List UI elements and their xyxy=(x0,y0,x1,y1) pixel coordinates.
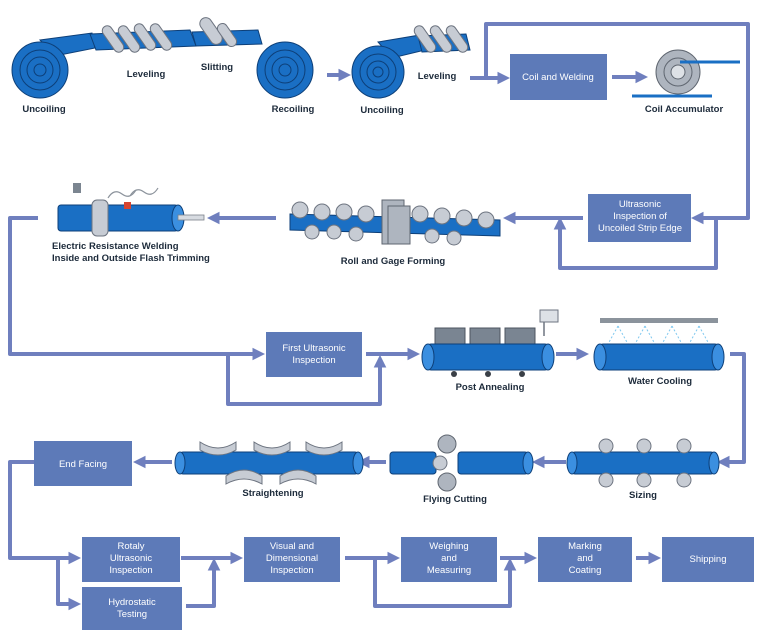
connectors xyxy=(8,22,750,611)
box-text: Inspection xyxy=(292,355,335,366)
label-uncoiling-2: Uncoiling xyxy=(360,105,403,116)
label-leveling-2: Leveling xyxy=(418,71,457,82)
water-cooling-sprays xyxy=(593,318,725,371)
label-recoiling: Recoiling xyxy=(272,104,315,115)
label-uncoiling-1: Uncoiling xyxy=(22,104,65,115)
arrow-first-ultrasonic-bypass xyxy=(226,354,387,406)
box-rotaly-ultrasonic: Rotaly Ultrasonic Inspection xyxy=(82,537,180,582)
box-end-facing: End Facing xyxy=(34,441,132,486)
label-roll-gage-forming: Roll and Gage Forming xyxy=(341,256,446,267)
slitting-blades xyxy=(191,17,263,48)
arrow-to-rotaly xyxy=(8,460,82,565)
label-erw-line2: Inside and Outside Flash Trimming xyxy=(52,253,210,264)
process-boxes: Coil and Welding Ultrasonic Inspection o… xyxy=(34,54,754,630)
box-visual-dimensional: Visual and Dimensional Inspection xyxy=(244,537,340,582)
box-hydrostatic: Hydrostatic Testing xyxy=(82,587,182,630)
arrow-loop-to-ultrasonic-strip xyxy=(470,22,750,225)
label-flying-cutting: Flying Cutting xyxy=(423,494,487,505)
stage-labels: Uncoiling Leveling Slitting Recoiling Un… xyxy=(22,62,723,505)
label-erw-line1: Electric Resistance Welding xyxy=(52,241,179,252)
box-ultrasonic-strip-edge: Ultrasonic Inspection of Uncoiled Strip … xyxy=(588,194,691,242)
label-post-annealing: Post Annealing xyxy=(456,382,525,393)
leveling-rolls-2 xyxy=(413,25,471,53)
arrow-weighing-bypass xyxy=(373,557,517,608)
box-text: Coating xyxy=(569,565,602,576)
flying-cutting xyxy=(389,434,534,492)
arrow-hydrostatic-to-visual xyxy=(186,557,221,608)
box-text: First Ultrasonic xyxy=(282,343,346,354)
label-straightening: Straightening xyxy=(242,488,303,499)
label-slitting: Slitting xyxy=(201,62,233,73)
recoiling-coil xyxy=(256,41,314,99)
box-text: and xyxy=(577,553,593,564)
box-text: Weighing xyxy=(429,541,468,552)
post-annealing-furnace xyxy=(421,309,559,377)
box-text: Hydrostatic xyxy=(108,597,156,608)
box-text: Visual and xyxy=(270,541,314,552)
box-text: Uncoiled Strip Edge xyxy=(598,223,682,234)
box-shipping: Shipping xyxy=(662,537,754,582)
uncoiling-coil-2 xyxy=(351,34,426,99)
box-text: Inspection of xyxy=(613,211,667,222)
box-text: Inspection xyxy=(270,565,313,576)
box-weighing: Weighing and Measuring xyxy=(401,537,497,582)
box-coil-welding: Coil and Welding xyxy=(510,54,607,100)
box-text: Measuring xyxy=(427,565,471,576)
coil-accumulator xyxy=(632,49,740,98)
box-text: Shipping xyxy=(690,554,727,565)
box-text: Ultrasonic xyxy=(619,199,661,210)
label-coil-accumulator: Coil Accumulator xyxy=(645,104,724,115)
leveling-rolls-1 xyxy=(89,23,197,53)
box-text: Ultrasonic xyxy=(110,553,152,564)
box-first-ultrasonic: First Ultrasonic Inspection xyxy=(266,332,362,377)
label-water-cooling: Water Cooling xyxy=(628,376,692,387)
uncoiling-coil-1 xyxy=(11,32,96,99)
box-text: Dimensional xyxy=(266,553,318,564)
label-leveling-1: Leveling xyxy=(127,69,166,80)
box-marking-coating: Marking and Coating xyxy=(538,537,632,582)
label-sizing: Sizing xyxy=(629,490,657,501)
box-text: Inspection xyxy=(109,565,152,576)
sizing-stands xyxy=(566,438,720,488)
box-text: and xyxy=(441,553,457,564)
box-text: End Facing xyxy=(59,459,107,470)
arrow-to-first-ultrasonic xyxy=(8,216,266,361)
box-text: Rotaly xyxy=(118,541,145,552)
arrow-to-hydrostatic xyxy=(56,558,82,611)
arrow-to-sizing xyxy=(716,352,746,469)
box-text: Coil and Welding xyxy=(522,72,594,83)
arrow-strip-bypass xyxy=(553,216,718,270)
roll-gage-forming xyxy=(289,199,501,246)
erw-pipe xyxy=(57,183,205,237)
straightening-rolls xyxy=(174,441,364,485)
box-text: Testing xyxy=(117,609,147,620)
box-text: Marking xyxy=(568,541,602,552)
